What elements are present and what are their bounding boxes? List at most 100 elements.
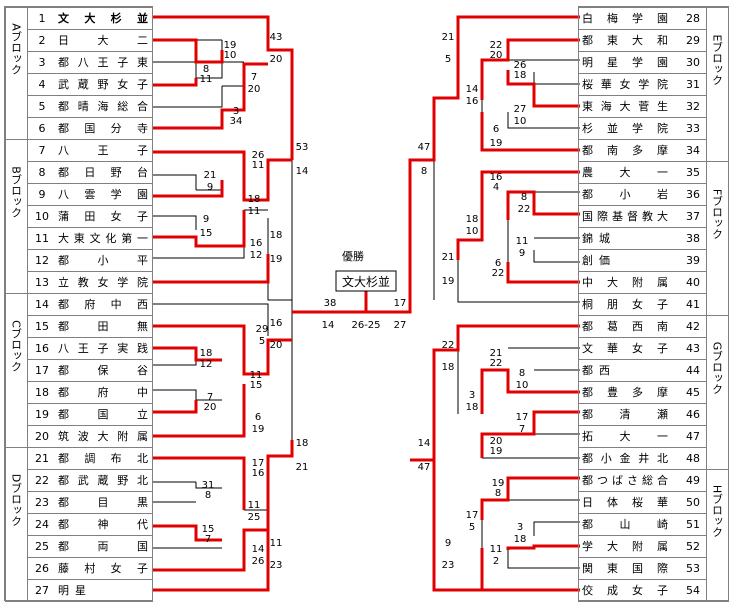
- match-score: 22: [518, 204, 531, 215]
- match-score: 17: [516, 412, 529, 423]
- team-name: 佼成女子: [582, 583, 668, 597]
- team-name: 都保谷: [58, 363, 148, 377]
- match-score: 10: [224, 50, 237, 61]
- team-name: 都葛西南: [582, 320, 668, 333]
- team-name: 創価: [582, 253, 610, 267]
- team-name: 白梅学園: [582, 11, 668, 25]
- seed-number: 6: [39, 122, 46, 135]
- match-score: 8: [203, 64, 209, 75]
- seed-number: 22: [35, 474, 49, 487]
- team-name: 都南多摩: [582, 143, 668, 157]
- match-score: 18: [200, 348, 213, 359]
- match-score: 18: [466, 214, 479, 225]
- match-score: 8: [521, 192, 527, 203]
- match-score: 18: [442, 362, 455, 373]
- seed-number: 44: [686, 364, 700, 377]
- match-score: 21: [204, 170, 217, 181]
- team-cell: [27, 95, 153, 118]
- match-score: 20: [270, 340, 283, 351]
- block-label: Cブロック: [10, 320, 23, 372]
- match-score: 11: [200, 74, 213, 85]
- team-name: 明星学園: [582, 55, 668, 69]
- match-score: 9: [203, 214, 209, 225]
- match-score: 27: [514, 104, 527, 115]
- match-score: 47: [418, 462, 431, 473]
- team-cell: [27, 139, 153, 162]
- match-score: 12: [200, 359, 213, 370]
- match-score: 26: [252, 150, 265, 161]
- seed-number: 39: [686, 254, 700, 267]
- team-name: 都小岩: [582, 187, 668, 201]
- team-name: 都日野台: [58, 165, 148, 179]
- seed-number: 16: [35, 342, 49, 355]
- seed-number: 17: [35, 364, 49, 377]
- match-score: 3: [233, 106, 239, 117]
- seed-number: 3: [39, 56, 46, 69]
- seed-number: 7: [39, 144, 46, 157]
- match-score: 18: [514, 70, 527, 81]
- seed-number: 34: [686, 144, 700, 157]
- team-name: 東海大菅生: [582, 99, 668, 113]
- team-cell: [27, 579, 153, 602]
- team-name: 蒲田女子: [58, 209, 148, 223]
- match-score: 21: [442, 252, 455, 263]
- match-score: 19: [492, 478, 505, 489]
- team-row: 49 都つばさ総合: [578, 469, 707, 492]
- seed-number: 21: [35, 452, 49, 465]
- seed-number: 14: [35, 298, 49, 311]
- match-score: 11: [270, 538, 283, 549]
- team-name: 都つばさ総合: [582, 473, 668, 487]
- seed-number: 42: [686, 320, 700, 333]
- team-name: 拓大一: [582, 429, 668, 443]
- team-name: 都田無: [58, 319, 148, 333]
- match-score: 16: [466, 96, 479, 107]
- team-row: 17 都保谷: [27, 359, 153, 382]
- seed-number: 5: [39, 100, 46, 113]
- team-row: 34 都南多摩: [578, 139, 707, 162]
- match-score: 11: [516, 236, 529, 247]
- match-score: 4: [493, 182, 499, 193]
- match-score: 19: [490, 138, 503, 149]
- match-score: 6: [493, 124, 499, 135]
- match-score: 19: [442, 276, 455, 287]
- seed-number: 48: [686, 452, 700, 465]
- match-score: 14: [466, 84, 479, 95]
- block-label: Eブロック: [711, 35, 724, 86]
- seed-number: 33: [686, 122, 700, 135]
- match-score: 19: [224, 40, 237, 51]
- bracket-lines-red: [152, 15, 580, 592]
- seed-number: 32: [686, 100, 700, 113]
- match-score: 18: [248, 194, 261, 205]
- match-score: 8: [205, 490, 211, 501]
- block-label: Dブロック: [10, 474, 23, 526]
- match-score: 11: [490, 544, 503, 555]
- seed-number: 15: [35, 320, 49, 333]
- match-score: 10: [516, 380, 529, 391]
- seed-number: 37: [686, 210, 700, 223]
- match-score: 11: [248, 206, 261, 217]
- match-score: 25: [248, 512, 261, 523]
- block-4: Eブロック28白梅学園29都東大和30明星学園31桜華女学院32東海大菅生33杉…: [578, 7, 729, 162]
- match-score: 11: [248, 500, 261, 511]
- team-row: 32 東海大菅生: [578, 95, 707, 118]
- seed-number: 23: [35, 496, 49, 509]
- seed-number: 49: [686, 474, 700, 487]
